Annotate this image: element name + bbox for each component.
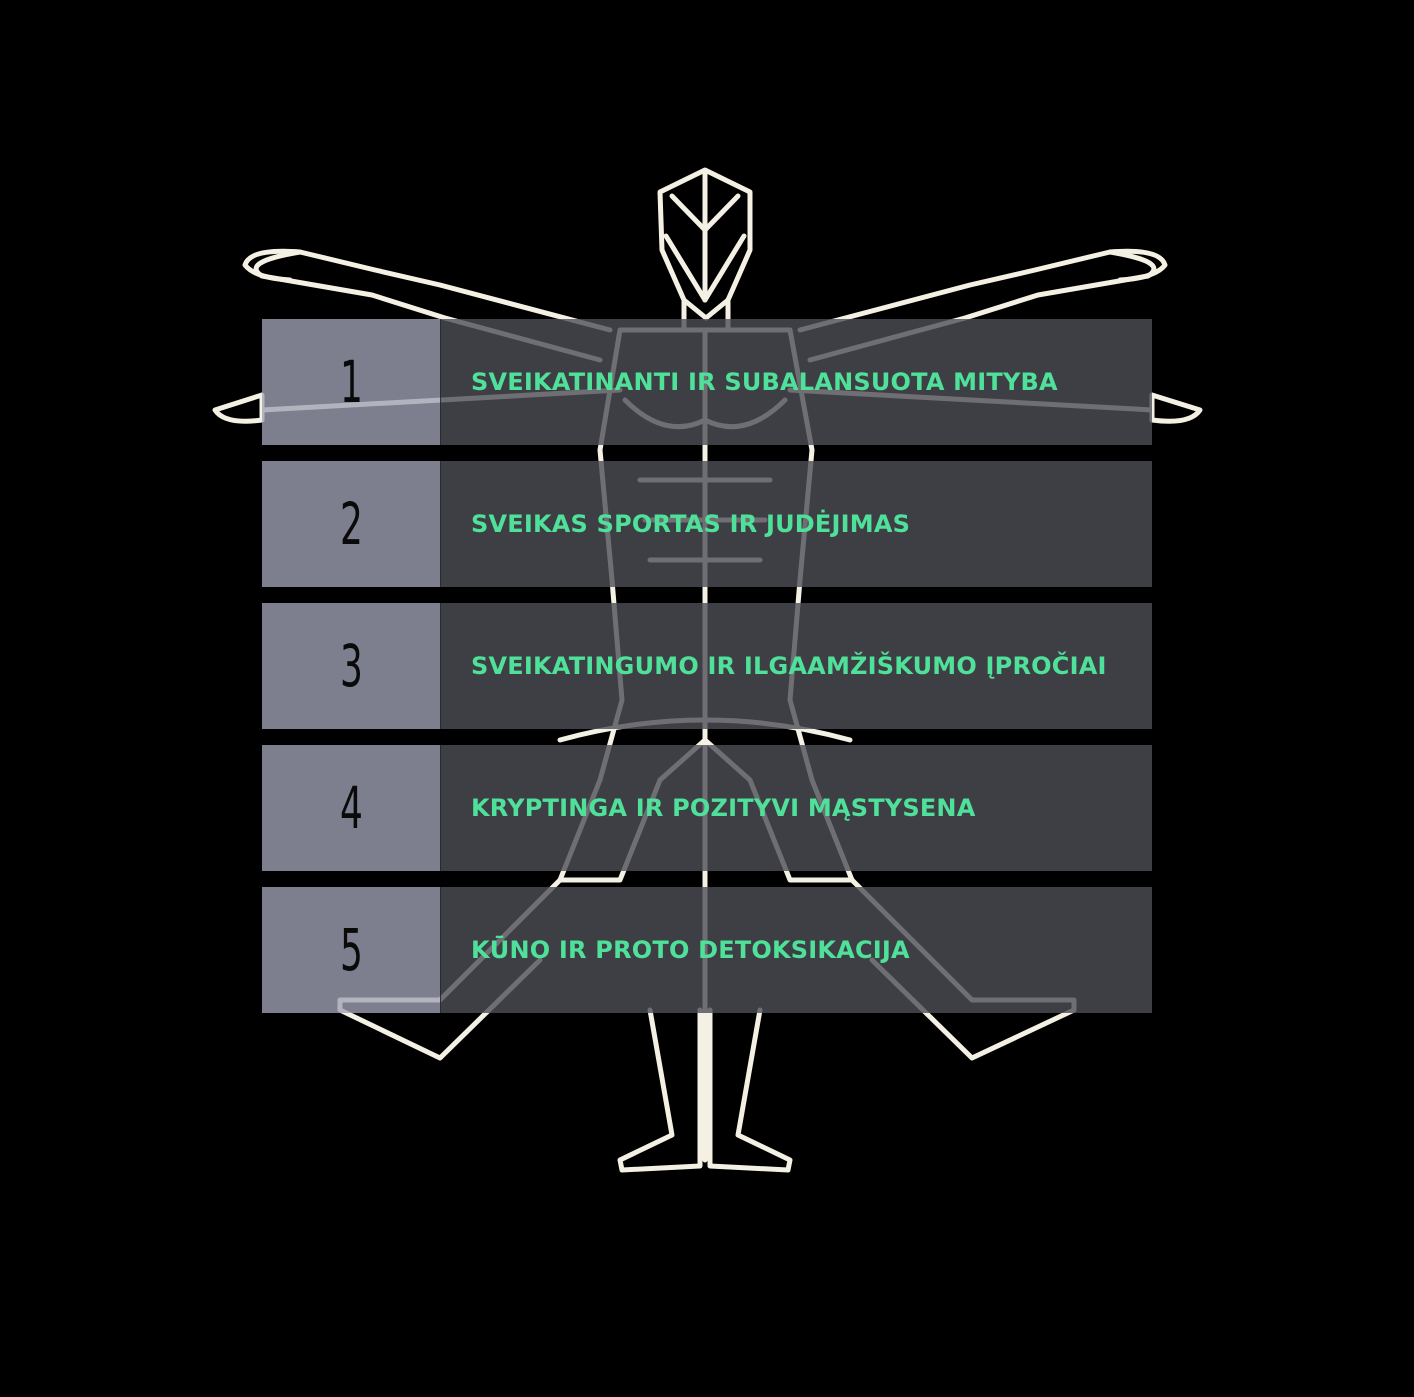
number-cell: 5 [262, 887, 440, 1013]
head-line [702, 233, 747, 303]
label-cell: SVEIKATINANTI IR SUBALANSUOTA MITYBA [440, 319, 1152, 445]
head-line [702, 193, 741, 233]
habit-list: 1 SVEIKATINANTI IR SUBALANSUOTA MITYBA 2… [262, 319, 1152, 1013]
item-label: SVEIKATINANTI IR SUBALANSUOTA MITYBA [471, 368, 1058, 396]
left-standing-leg [617, 1007, 703, 1173]
left-horizontal-arm [212, 392, 265, 424]
item-label: SVEIKATINGUMO IR ILGAAMŽIŠKUMO ĮPROČIAI [471, 652, 1107, 680]
number-cell: 3 [262, 603, 440, 729]
head-line [669, 193, 708, 233]
right-horizontal-arm [1149, 392, 1203, 424]
label-cell: SVEIKATINGUMO IR ILGAAMŽIŠKUMO ĮPROČIAI [440, 603, 1152, 729]
number-cell: 4 [262, 745, 440, 871]
label-cell: KŪNO IR PROTO DETOKSIKACIJA [440, 887, 1152, 1013]
item-label: KRYPTINGA IR POZITYVI MĄSTYSENA [471, 794, 976, 822]
list-item: 2 SVEIKAS SPORTAS IR JUDĖJIMAS [262, 461, 1152, 587]
head-line [663, 233, 708, 303]
item-label: SVEIKAS SPORTAS IR JUDĖJIMAS [471, 510, 911, 538]
list-item: 4 KRYPTINGA IR POZITYVI MĄSTYSENA [262, 745, 1152, 871]
list-item: 3 SVEIKATINGUMO IR ILGAAMŽIŠKUMO ĮPROČIA… [262, 603, 1152, 729]
item-number: 2 [339, 490, 363, 558]
label-cell: SVEIKAS SPORTAS IR JUDĖJIMAS [440, 461, 1152, 587]
number-cell: 2 [262, 461, 440, 587]
label-cell: KRYPTINGA IR POZITYVI MĄSTYSENA [440, 745, 1152, 871]
item-number: 3 [339, 632, 363, 700]
list-item: 5 KŪNO IR PROTO DETOKSIKACIJA [262, 887, 1152, 1013]
right-standing-leg [707, 1007, 793, 1173]
item-label: KŪNO IR PROTO DETOKSIKACIJA [471, 936, 910, 964]
right-upper-hand [1107, 248, 1168, 283]
list-item: 1 SVEIKATINANTI IR SUBALANSUOTA MITYBA [262, 319, 1152, 445]
head-outline [657, 167, 753, 321]
number-cell: 1 [262, 319, 440, 445]
left-upper-hand [242, 248, 303, 283]
item-number: 5 [339, 916, 363, 984]
item-number: 1 [339, 348, 363, 416]
item-number: 4 [339, 774, 363, 842]
